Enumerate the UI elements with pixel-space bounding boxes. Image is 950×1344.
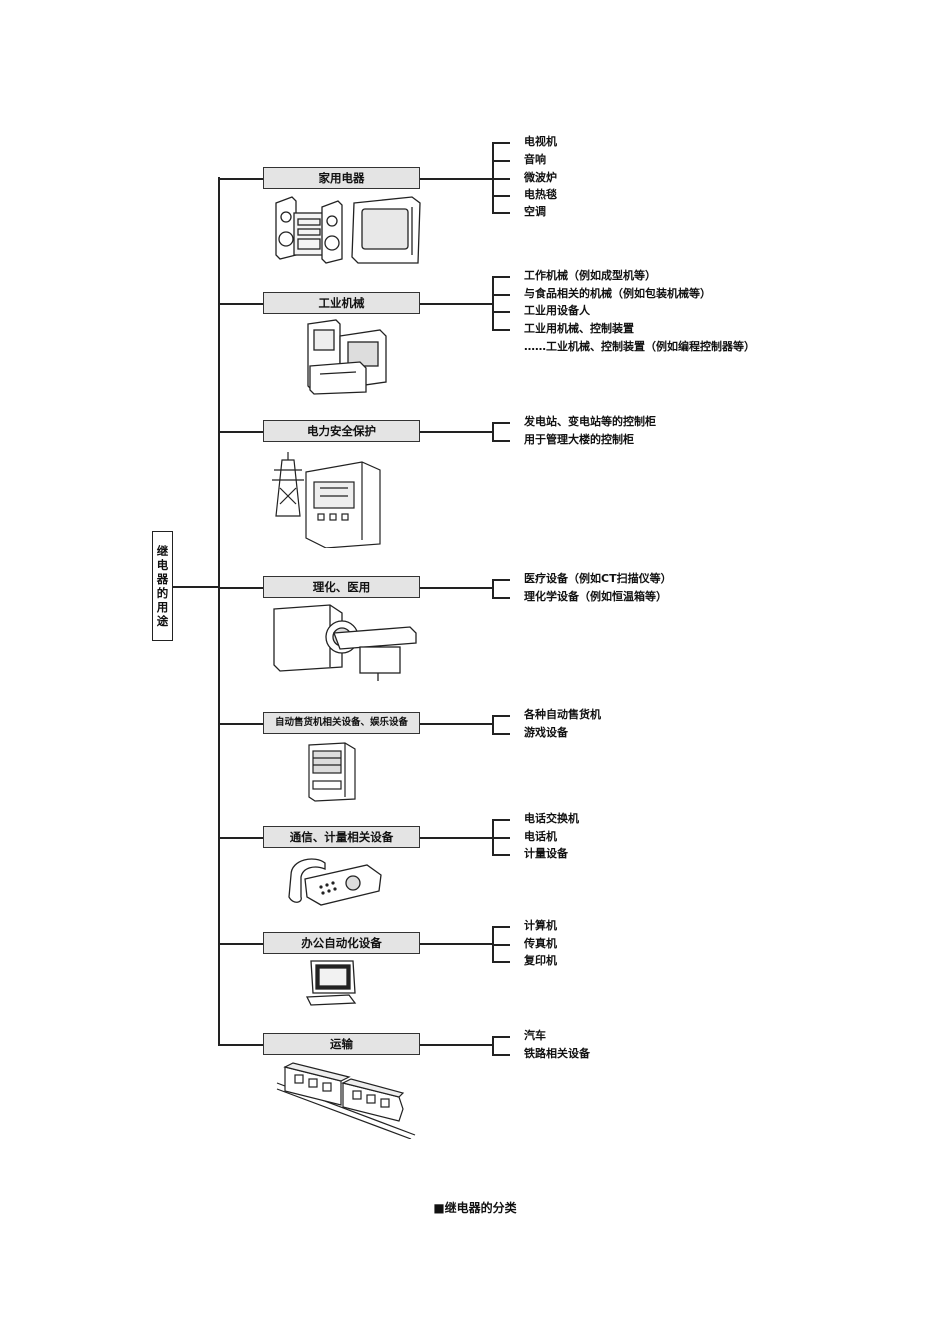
- leaf-bracket: [492, 142, 494, 213]
- use-item: 计算机: [524, 919, 557, 932]
- use-item: 电视机: [524, 135, 557, 148]
- leaf-bracket: [492, 715, 494, 733]
- branch-connector: [218, 587, 263, 589]
- branch-connector: [218, 431, 263, 433]
- leaf-connector: [420, 943, 492, 945]
- use-item: 电话交换机: [524, 812, 579, 825]
- category-box-power-protection: 电力安全保护: [263, 420, 420, 442]
- category-box-industrial: 工业机械: [263, 292, 420, 314]
- use-item: 工业用机械、控制装置: [524, 322, 634, 335]
- leaf-connector: [420, 1044, 492, 1046]
- leaf-tick: [492, 440, 510, 442]
- leaf-connector: [420, 303, 492, 305]
- leaf-tick: [492, 819, 510, 821]
- leaf-tick: [492, 715, 510, 717]
- leaf-tick: [492, 311, 510, 313]
- leaf-tick: [492, 195, 510, 197]
- leaf-tick: [492, 944, 510, 946]
- train-icon: [276, 1062, 416, 1139]
- leaf-bracket: [492, 1036, 494, 1054]
- category-box-vending: 自动售货机相关设备、娱乐设备: [263, 712, 420, 734]
- leaf-tick: [492, 837, 510, 839]
- figure-caption: ■继电器的分类: [433, 1201, 517, 1215]
- use-item: 电热毯: [524, 188, 557, 201]
- leaf-connector: [420, 837, 492, 839]
- leaf-tick: [492, 579, 510, 581]
- leaf-tick: [492, 142, 510, 144]
- use-item: 计量设备: [524, 847, 568, 860]
- use-item: 空调: [524, 205, 546, 218]
- use-item: 用于管理大楼的控制柜: [524, 433, 634, 446]
- leaf-tick: [492, 294, 510, 296]
- use-item: ……工业机械、控制装置（例如编程控制器等）: [524, 340, 755, 353]
- main-trunk: [218, 177, 220, 1045]
- hifi-and-tv-icon: [275, 196, 421, 264]
- leaf-tick: [492, 1036, 510, 1038]
- use-item: 电话机: [524, 830, 557, 843]
- use-item: 汽车: [524, 1029, 546, 1042]
- leaf-tick: [492, 212, 510, 214]
- leaf-connector: [420, 587, 492, 589]
- use-item: 各种自动售货机: [524, 708, 601, 721]
- leaf-tick: [492, 961, 510, 963]
- leaf-connector: [420, 723, 492, 725]
- leaf-tick: [492, 733, 510, 735]
- use-item: 音响: [524, 153, 546, 166]
- leaf-bracket: [492, 422, 494, 440]
- leaf-connector: [420, 431, 492, 433]
- category-box-household: 家用电器: [263, 167, 420, 189]
- use-item: 铁路相关设备: [524, 1047, 590, 1060]
- ct-scanner-icon: [273, 604, 417, 681]
- branch-connector: [218, 943, 263, 945]
- leaf-tick: [492, 178, 510, 180]
- telephone-icon: [288, 858, 382, 906]
- vending-machine-icon: [308, 742, 356, 802]
- computer-icon: [305, 960, 357, 1006]
- use-item: 工业用设备人: [524, 304, 590, 317]
- leaf-tick: [492, 1054, 510, 1056]
- category-box-office-automation: 办公自动化设备: [263, 932, 420, 954]
- leaf-tick: [492, 160, 510, 162]
- leaf-tick: [492, 276, 510, 278]
- use-item: 与食品相关的机械（例如包装机械等）: [524, 287, 711, 300]
- branch-connector: [218, 837, 263, 839]
- use-item: 游戏设备: [524, 726, 568, 739]
- leaf-tick: [492, 329, 510, 331]
- industrial-machine-icon: [307, 319, 387, 395]
- branch-connector: [218, 723, 263, 725]
- use-item: 发电站、变电站等的控制柜: [524, 415, 656, 428]
- use-item: 医疗设备（例如CT扫描仪等）: [524, 572, 672, 585]
- leaf-tick: [492, 597, 510, 599]
- category-box-transport: 运输: [263, 1033, 420, 1055]
- use-item: 工作机械（例如成型机等）: [524, 269, 656, 282]
- leaf-connector: [420, 178, 492, 180]
- leaf-tick: [492, 854, 510, 856]
- category-box-medical: 理化、医用: [263, 576, 420, 598]
- root-connector: [173, 586, 219, 588]
- leaf-tick: [492, 926, 510, 928]
- use-item: 微波炉: [524, 171, 557, 184]
- use-item: 传真机: [524, 937, 557, 950]
- root-node-label: 继电器的用途: [156, 544, 169, 628]
- leaf-bracket: [492, 276, 494, 329]
- root-node-box: 继电器的用途: [152, 531, 173, 641]
- branch-connector: [218, 178, 263, 180]
- leaf-tick: [492, 422, 510, 424]
- category-box-communication: 通信、计量相关设备: [263, 826, 420, 848]
- use-item: 复印机: [524, 954, 557, 967]
- use-item: 理化学设备（例如恒温箱等）: [524, 590, 667, 603]
- branch-connector: [218, 1044, 263, 1046]
- branch-connector: [218, 303, 263, 305]
- power-tower-and-cabinet-icon: [272, 452, 381, 548]
- leaf-bracket: [492, 579, 494, 597]
